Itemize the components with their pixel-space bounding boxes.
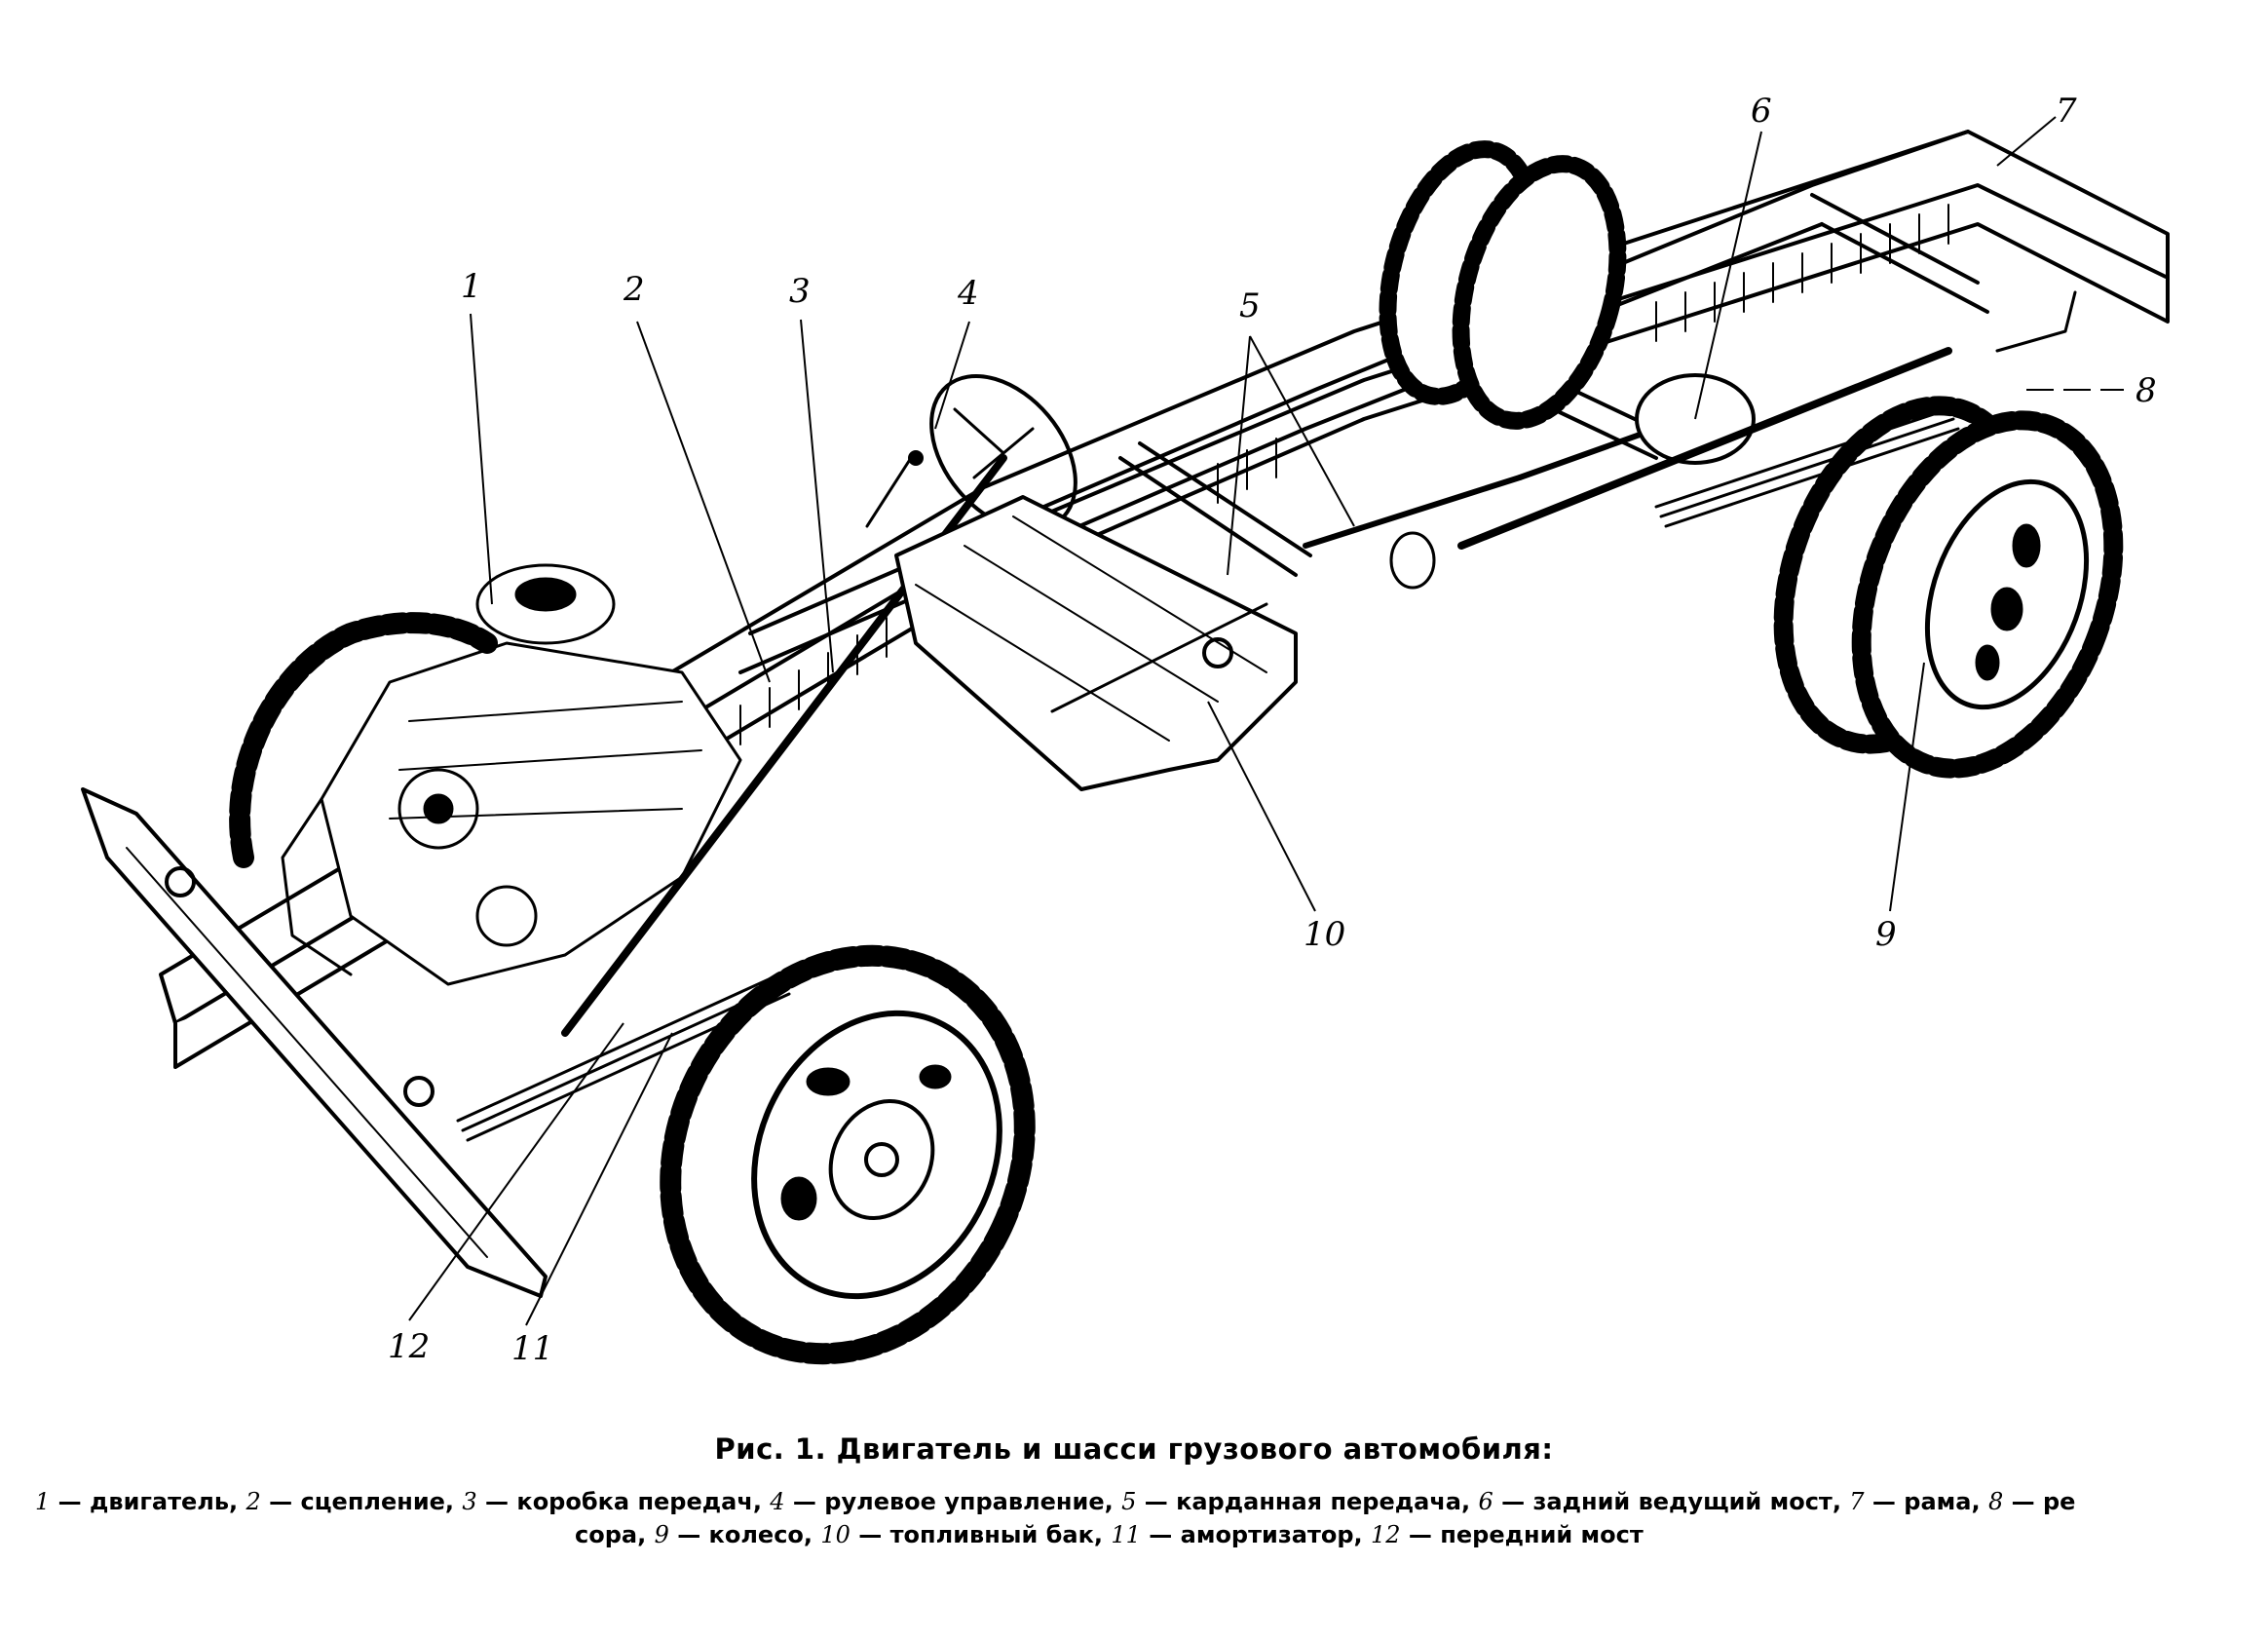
chassis-illustration: 1 2 3 4 5 6 7 8 9 10 11 12 xyxy=(81,92,2170,1368)
legend-num: 7 xyxy=(1849,1488,1865,1515)
legend-num: 1 xyxy=(35,1488,51,1515)
legend-text: — топливный бак, xyxy=(850,1521,1112,1548)
leader-2 xyxy=(636,321,771,683)
legend-num: 8 xyxy=(1987,1488,2004,1515)
callout-2: 2 xyxy=(623,270,645,309)
legend-text: — передний мост xyxy=(1400,1521,1644,1548)
legend-text: — амортизатор, xyxy=(1140,1521,1372,1548)
legend-line-2: сора, 9 — колесо, 10 — топливный бак, 11… xyxy=(575,1518,1644,1551)
callout-12: 12 xyxy=(388,1327,430,1366)
leader-7 xyxy=(1996,116,2057,167)
callout-11: 11 xyxy=(511,1329,553,1368)
legend-num: 11 xyxy=(1111,1521,1141,1548)
legend-num: 12 xyxy=(1371,1521,1401,1548)
leader-10 xyxy=(1207,701,1316,912)
legend-line-1: 1 — двигатель, 2 — сцепление, 3 — коробк… xyxy=(35,1485,2075,1518)
rear-far-wheels-drawing xyxy=(1379,140,1627,430)
callout-6: 6 xyxy=(1751,92,1772,131)
legend-num: 3 xyxy=(462,1488,477,1515)
front-left-wheel-drawing xyxy=(229,612,498,868)
legend-text: — рама, xyxy=(1864,1488,1988,1515)
callout-5: 5 xyxy=(1239,286,1261,325)
callout-9: 9 xyxy=(1875,915,1897,954)
callout-1: 1 xyxy=(461,267,482,306)
callout-10: 10 xyxy=(1304,915,1345,954)
leader-1 xyxy=(470,313,493,605)
legend-text: — коробка передач, xyxy=(476,1488,771,1515)
leader-11 xyxy=(525,1032,673,1326)
legend-num: 10 xyxy=(820,1521,850,1548)
callout-3: 3 xyxy=(789,272,811,311)
callout-8: 8 xyxy=(2136,371,2157,410)
leader-3 xyxy=(800,319,834,673)
legend-num: 4 xyxy=(770,1488,785,1515)
front-wheel-drawing xyxy=(660,944,1036,1365)
legend-num: 6 xyxy=(1478,1488,1493,1515)
legend-text: сора, xyxy=(575,1521,655,1548)
figure-caption-title: Рис. 1. Двигатель и шасси грузового авто… xyxy=(714,1432,1554,1466)
callout-numbers: 1 2 3 4 5 6 7 8 9 10 11 12 xyxy=(388,92,2157,1368)
leader-6 xyxy=(1694,131,1762,420)
legend-text: — рулевое управление, xyxy=(784,1488,1122,1515)
legend-text: — ре xyxy=(2003,1488,2076,1515)
leader-lines xyxy=(408,116,2124,1326)
legend-text: — карданная передача, xyxy=(1136,1488,1479,1515)
legend-text: — сцепление, xyxy=(260,1488,463,1515)
legend-num: 5 xyxy=(1121,1488,1137,1515)
callout-4: 4 xyxy=(957,274,979,313)
propeller-shaft-drawing xyxy=(1303,426,1659,590)
engine-drawing xyxy=(281,563,742,986)
legend-num: 9 xyxy=(654,1521,669,1548)
fuel-tank-drawing xyxy=(894,495,1298,791)
legend-num: 2 xyxy=(246,1488,261,1515)
leader-5a xyxy=(1227,335,1251,576)
leader-5b xyxy=(1249,335,1355,527)
legend-text: — задний ведущий мост, xyxy=(1493,1488,1850,1515)
leaf-springs-drawing xyxy=(456,290,2077,1142)
legend-text: — двигатель, xyxy=(50,1488,246,1515)
leader-12 xyxy=(408,1022,624,1321)
leader-9 xyxy=(1889,662,1925,912)
rear-wheels-drawing xyxy=(1773,396,2124,779)
leader-4 xyxy=(934,321,970,430)
legend-text: — колесо, xyxy=(668,1521,821,1548)
callout-7: 7 xyxy=(2056,92,2077,131)
